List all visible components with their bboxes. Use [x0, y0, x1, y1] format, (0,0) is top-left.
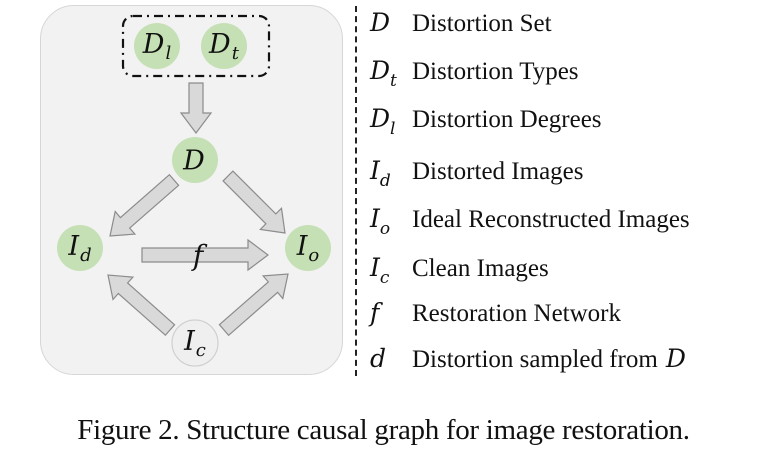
legend-item: Io Ideal Reconstructed Images: [370, 204, 690, 239]
legend-subscript: t: [390, 71, 397, 91]
node-symbol: D: [142, 29, 165, 60]
legend-text: Distortion Degrees: [412, 106, 602, 133]
legend-item: D Distortion Set: [370, 8, 552, 38]
node-Io: [285, 225, 331, 271]
node-subscript: o: [308, 245, 320, 266]
legend-item: f Restoration Network: [370, 298, 621, 328]
node-Dl: [134, 23, 180, 69]
arrow-D-to-Io: [222, 170, 286, 234]
legend-item: Dl Distortion Degrees: [370, 104, 602, 139]
node-Ic: [171, 319, 219, 367]
node-D: [172, 137, 218, 183]
node-symbol: D: [183, 145, 205, 177]
arrow-Ic-to-Io: [218, 273, 289, 337]
legend-subscript: d: [379, 171, 391, 191]
node-Dt: [201, 23, 247, 69]
legend-subscript: l: [390, 119, 396, 139]
node-symbol: I: [296, 231, 308, 262]
legend-subscript: o: [379, 219, 391, 239]
arrow-Ic-to-Id: [107, 274, 176, 337]
legend-inline-symbol: D: [665, 344, 686, 373]
legend-text: Restoration Network: [412, 300, 621, 327]
node-label-Ic: Ic: [184, 328, 206, 360]
legend-symbol: Dl: [370, 104, 396, 139]
node-label-Id: Id: [68, 233, 91, 265]
node-label-Dt: Dt: [209, 31, 239, 63]
legend-text: Distorted Images: [412, 158, 584, 185]
node-symbol: D: [209, 29, 231, 60]
legend-subscript: c: [379, 268, 390, 288]
legend-symbol: Dt: [370, 56, 397, 91]
edge-label-f: f: [192, 239, 204, 272]
node-label-D: D: [183, 148, 205, 175]
legend-text: Clean Images: [412, 255, 549, 282]
node-subscript: l: [165, 43, 172, 64]
legend-symbol: d: [370, 344, 387, 373]
figure-caption: Figure 2. Structure causal graph for ima…: [77, 414, 690, 446]
node-symbol: I: [68, 231, 80, 262]
legend-item: Id Distorted Images: [370, 156, 583, 191]
legend-divider: [355, 6, 357, 376]
legend-text: Ideal Reconstructed Images: [412, 206, 690, 233]
arrow-group-to-D: [179, 82, 213, 134]
legend-symbol: Io: [370, 204, 391, 239]
legend-text: Distortion Set: [412, 10, 552, 37]
arrow-D-to-Id: [109, 173, 180, 237]
node-label-Io: Io: [297, 233, 320, 265]
legend-item: Ic Clean Images: [370, 253, 549, 288]
graph-panel: [40, 5, 343, 375]
node-subscript: t: [231, 43, 239, 64]
legend-symbol: Ic: [370, 253, 390, 288]
distortion-group-box: [121, 14, 271, 78]
legend-symbol: D: [370, 8, 391, 37]
node-subscript: c: [195, 340, 206, 361]
arrow-Id-to-Io: [141, 238, 269, 272]
legend-symbol: Id: [370, 156, 391, 191]
legend-symbol: f: [370, 298, 380, 327]
node-label-Dl: Dl: [143, 31, 171, 63]
node-Id: [57, 225, 103, 271]
legend-item: Dt Distortion Types: [370, 56, 579, 91]
node-symbol: I: [184, 326, 195, 357]
graph-canvas: [57, 14, 331, 367]
node-subscript: d: [80, 245, 92, 266]
legend-text: Distortion Types: [412, 58, 579, 85]
